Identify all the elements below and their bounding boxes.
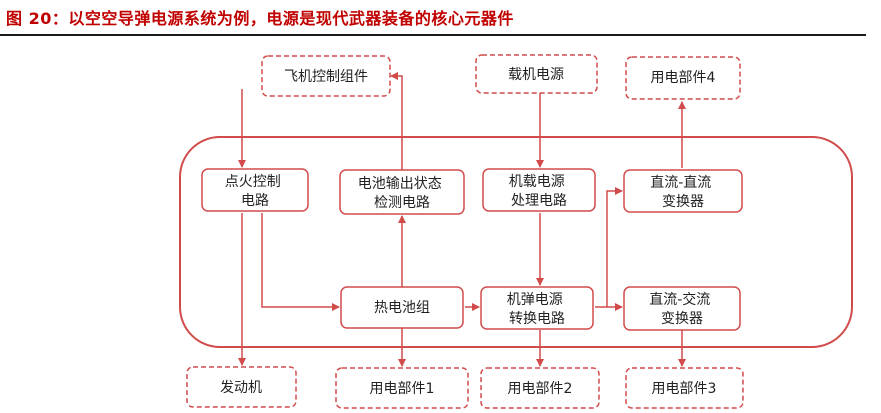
node-thermal-battery: 热电池组 — [340, 286, 464, 329]
node-load4: 用电部件4 — [625, 56, 741, 100]
svg-text:电池输出状态 检测电路: 电池输出状态 检测电路 — [358, 176, 446, 211]
node-ignition-control: 点火控制 电路 — [201, 168, 309, 212]
node-dcac-converter: 直流-交流 变换器 — [623, 286, 741, 331]
svg-text:发动机: 发动机 — [220, 380, 262, 396]
title-divider — [0, 34, 866, 36]
node-flight-control: 飞机控制组件 — [261, 55, 391, 97]
node-load2: 用电部件2 — [480, 367, 600, 409]
figure-title: 图 20：以空空导弹电源系统为例，电源是现代武器装备的核心元器件 — [6, 9, 514, 28]
svg-text:载机电源: 载机电源 — [508, 67, 564, 83]
node-load3: 用电部件3 — [625, 367, 744, 409]
svg-text:机载电源 处理电路: 机载电源 处理电路 — [509, 174, 569, 209]
node-engine: 发动机 — [186, 366, 297, 408]
svg-text:直流-交流 变换器: 直流-交流 变换器 — [649, 291, 715, 327]
svg-text:用电部件2: 用电部件2 — [508, 381, 573, 397]
svg-text:机弹电源 转换电路: 机弹电源 转换电路 — [507, 292, 567, 327]
node-onboard-power: 载机电源 — [475, 54, 598, 94]
node-missile-power-converter: 机弹电源 转换电路 — [480, 286, 594, 330]
svg-text:飞机控制组件: 飞机控制组件 — [284, 69, 368, 85]
svg-text:热电池组: 热电池组 — [374, 300, 430, 316]
edge-ignition-to-thermal-battery — [261, 213, 340, 311]
connectors — [238, 72, 686, 367]
node-onboard-processing: 机载电源 处理电路 — [482, 168, 596, 212]
node-load1: 用电部件1 — [335, 367, 469, 409]
node-dcdc-converter: 直流-直流 变换器 — [623, 169, 743, 213]
edge-missile-power-to-dcdc — [606, 187, 623, 307]
svg-text:用电部件3: 用电部件3 — [652, 381, 717, 397]
svg-text:点火控制 电路: 点火控制 电路 — [225, 174, 285, 209]
edge-battery-monitor-to-flight-control — [390, 72, 403, 170]
svg-text:用电部件4: 用电部件4 — [651, 70, 716, 86]
svg-text:直流-直流 变换器: 直流-直流 变换器 — [650, 174, 716, 210]
missile-system-boundary — [179, 136, 853, 348]
node-battery-monitor: 电池输出状态 检测电路 — [339, 169, 465, 215]
svg-text:用电部件1: 用电部件1 — [370, 381, 435, 397]
